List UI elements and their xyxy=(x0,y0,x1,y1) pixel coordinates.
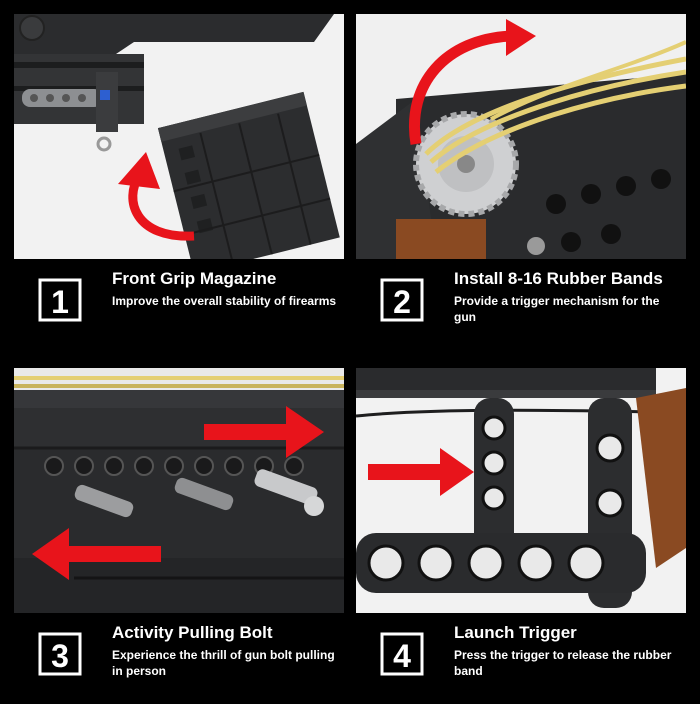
launch-trigger-illustration xyxy=(356,368,686,613)
svg-text:3: 3 xyxy=(51,638,69,674)
curved-arrow-icon xyxy=(409,30,512,145)
step-title: Activity Pulling Bolt xyxy=(112,623,273,642)
step-description: Press the trigger to release the rubber … xyxy=(454,648,672,678)
step-title: Launch Trigger xyxy=(454,623,577,642)
step-caption: 3 Activity Pulling Bolt Experience the t… xyxy=(14,613,344,703)
step-title: Install 8-16 Rubber Bands xyxy=(454,269,663,288)
right-arrow-icon xyxy=(204,424,289,440)
step-panel-4: 4 Launch Trigger Press the trigger to re… xyxy=(356,368,686,703)
step-caption: 2 Install 8-16 Rubber Bands Provide a tr… xyxy=(356,259,686,349)
step-caption: 1 Front Grip Magazine Improve the overal… xyxy=(14,259,344,349)
front-grip-magazine-illustration xyxy=(14,14,344,259)
step-number-badge-icon: 4 xyxy=(380,632,424,676)
step-panel-2: 2 Install 8-16 Rubber Bands Provide a tr… xyxy=(356,14,686,349)
left-arrow-icon xyxy=(66,546,161,562)
rubber-bands-illustration xyxy=(356,14,686,259)
step-number-badge-icon: 2 xyxy=(380,278,424,322)
pulling-bolt-illustration xyxy=(14,368,344,613)
right-arrow-icon xyxy=(368,464,443,480)
step-caption: 4 Launch Trigger Press the trigger to re… xyxy=(356,613,686,703)
svg-text:4: 4 xyxy=(393,638,411,674)
step-description: Improve the overall stability of firearm… xyxy=(112,294,337,308)
step-title: Front Grip Magazine xyxy=(112,269,277,288)
step-description: Experience the thrill of gun bolt pullin… xyxy=(112,648,335,678)
step-panel-1: 1 Front Grip Magazine Improve the overal… xyxy=(14,14,344,349)
step-number-badge-icon: 1 xyxy=(38,278,82,322)
step-panel-3: 3 Activity Pulling Bolt Experience the t… xyxy=(14,368,344,703)
svg-text:1: 1 xyxy=(51,284,69,320)
step-description: Provide a trigger mechanism for the gun xyxy=(454,294,660,324)
svg-text:2: 2 xyxy=(393,284,411,320)
step-number-badge-icon: 3 xyxy=(38,632,82,676)
